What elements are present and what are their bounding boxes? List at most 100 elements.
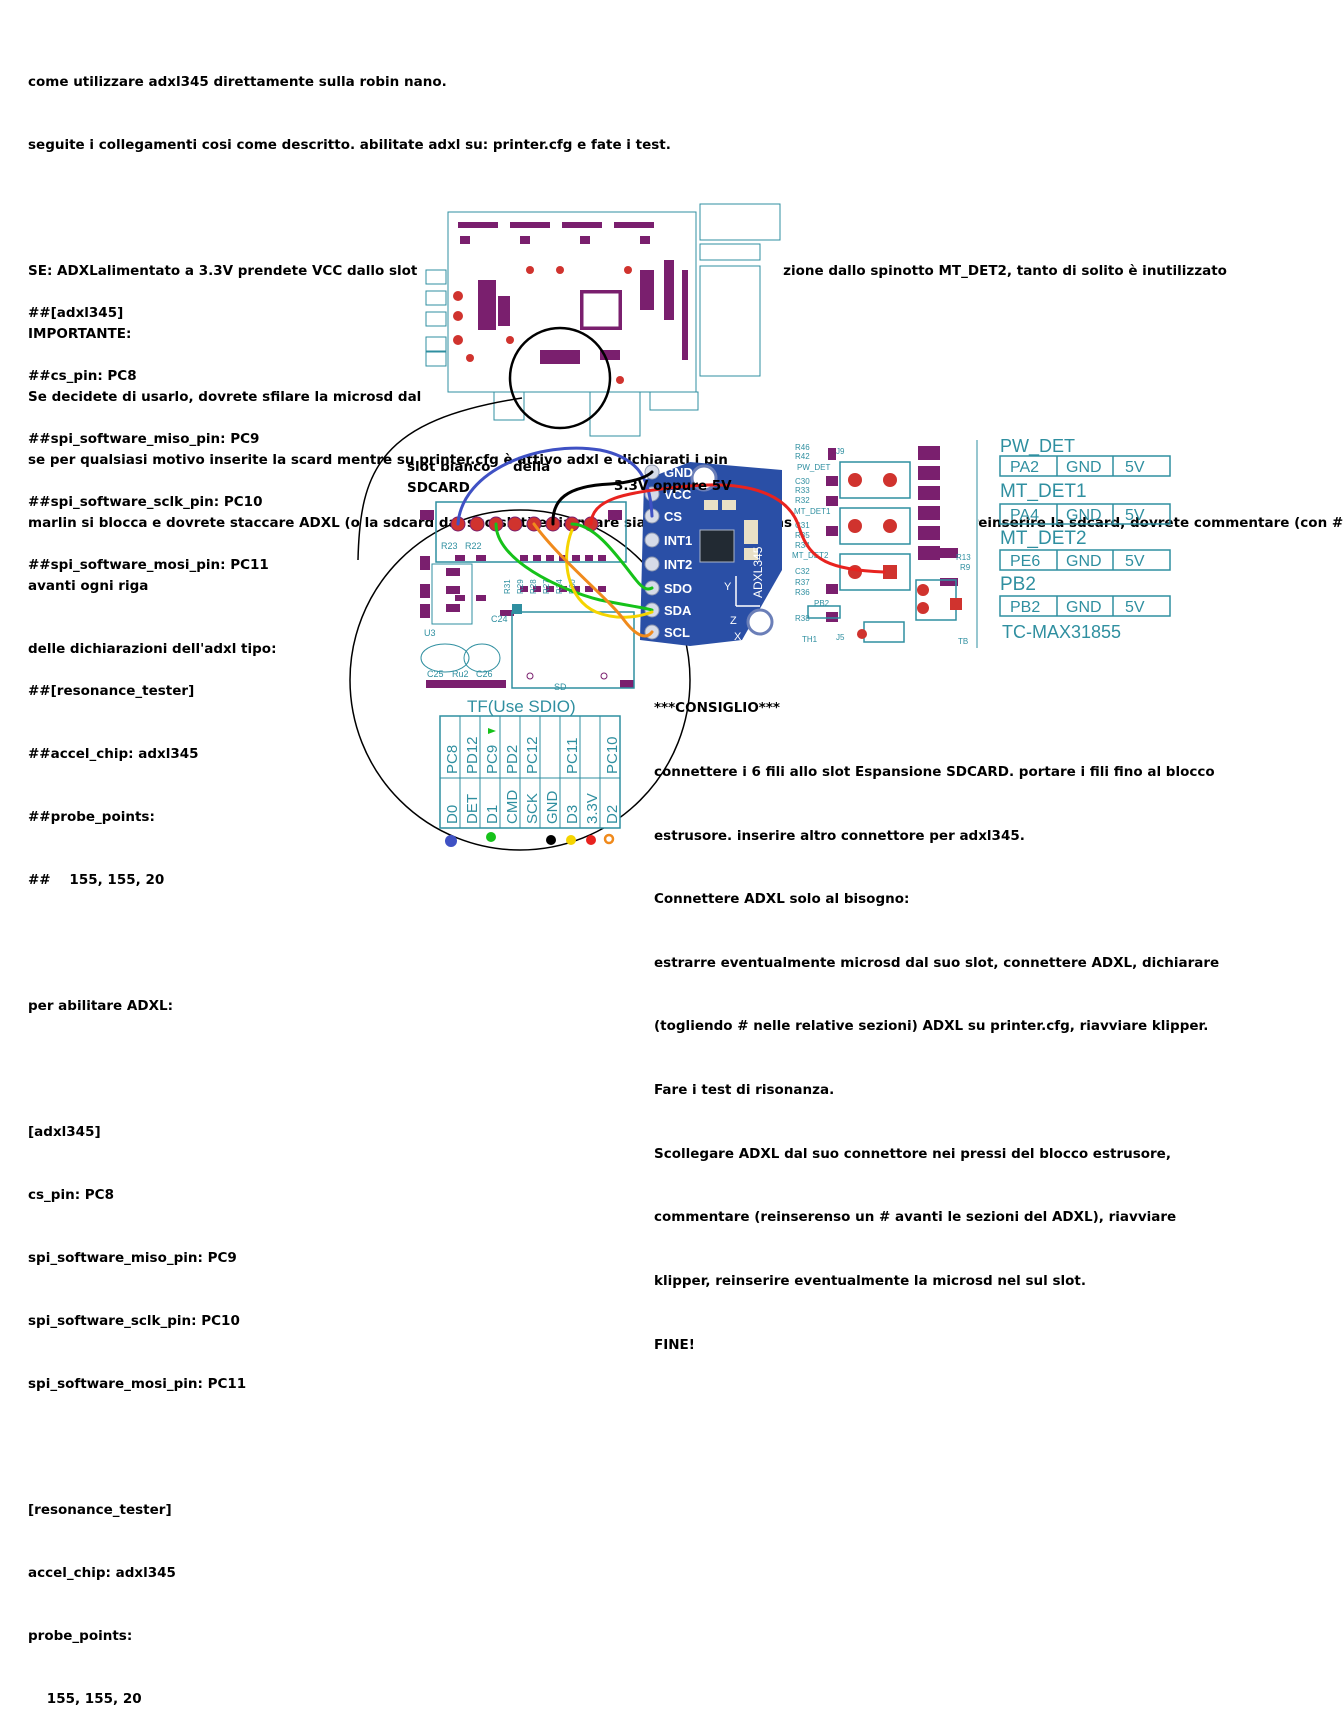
intro-line: delle dichiarazioni dell'adxl tipo:	[28, 641, 277, 657]
config-text: ##[adxl345] ##cs_pin: PC8 ##spi_software…	[28, 261, 269, 1731]
wire-orange	[532, 522, 654, 638]
part-r31: R31	[503, 579, 512, 594]
tip-line: ***CONSIGLIO***	[654, 700, 780, 717]
pin-bottom-0: D0	[444, 805, 461, 824]
part-r23: R23	[441, 541, 458, 551]
adxl-pin-scl: SCL	[664, 625, 690, 640]
adxl-chip-label: ADXL345	[751, 546, 765, 598]
robin-nano-board-overview	[422, 203, 782, 438]
panel-part-mt-det2: MT_DET2	[792, 551, 829, 560]
panel-part-r33: R33	[795, 486, 810, 495]
pin-bottom-1: DET	[464, 794, 481, 824]
tip-line: estrusore. inserire altro connettore per…	[654, 827, 1025, 844]
panel-part-r9: R9	[960, 563, 971, 572]
intro-line: se per qualsiasi motivo inserite la scar…	[28, 452, 728, 468]
adxl-pin-sda: SDA	[664, 603, 692, 618]
pin-top-3: PD2	[504, 745, 521, 774]
panel-part-j5: J5	[836, 633, 845, 642]
sd-expansion-header: R23 R22 R31 R29 R28 R27 R24 R30 C24 U3 C…	[420, 501, 634, 688]
part-r27: R27	[542, 579, 551, 594]
row0-gnd: GND	[1066, 459, 1102, 476]
header-pw-det: PW_DET	[1000, 436, 1075, 457]
pin-top-1: PD12	[464, 736, 481, 774]
axis-z: Z	[730, 615, 737, 627]
config-line	[28, 1059, 269, 1080]
wire-yellow	[565, 528, 654, 619]
config-line	[28, 933, 269, 954]
tf-title: TF(Use SDIO)	[467, 697, 576, 716]
row0-pin: PA2	[1010, 459, 1039, 476]
magnifier-circle	[349, 509, 691, 851]
config-line: spi_software_mosi_pin: PC11	[28, 1376, 247, 1392]
config-line: cs_pin: PC8	[28, 1187, 114, 1203]
dot-green	[486, 832, 496, 842]
axis-y: Y	[724, 581, 732, 593]
row2-gnd: GND	[1066, 553, 1102, 570]
adxl-pin-int1: INT1	[664, 533, 692, 548]
config-line: accel_chip: adxl345	[28, 1565, 176, 1581]
part-c25: C25	[427, 669, 444, 679]
panel-part-r42: R42	[795, 452, 810, 461]
part-ru2: Ru2	[452, 669, 469, 679]
row3-pin: PB2	[1010, 599, 1040, 616]
config-line: 155, 155, 20	[28, 1691, 142, 1707]
label-power-choice: 3.3V oppure 5V	[614, 478, 732, 494]
panel-part-r34: R34	[795, 541, 810, 550]
panel-part-pw-det: PW_DET	[797, 463, 830, 472]
row1-pin: PA4	[1010, 507, 1039, 524]
panel-part-c31: C31	[795, 521, 810, 530]
panel-part-c30: C30	[795, 477, 810, 486]
row0-5v: 5V	[1125, 459, 1145, 476]
adxl-pin-int2: INT2	[664, 557, 692, 572]
header-mt-det1: MT_DET1	[1000, 481, 1087, 502]
config-line: ##spi_software_sclk_pin: PC10	[28, 494, 263, 510]
row1-5v: 5V	[1125, 507, 1145, 524]
label-della: della	[513, 459, 551, 475]
tip-line: connettere i 6 fili allo slot Espansione…	[654, 764, 1215, 781]
sd-slot-highlight-circle	[508, 326, 612, 430]
adxl-pin-vcc: VCC	[664, 487, 692, 502]
wiring-diagram: R23 R22 R31 R29 R28 R27 R24 R30 C24 U3 C…	[349, 203, 1171, 851]
tip-line: commentare (reinserenso un # avanti le s…	[654, 1209, 1177, 1226]
config-line: probe_points:	[28, 1628, 133, 1644]
panel-part-j9: J9	[836, 447, 845, 456]
tip-line: Connettere ADXL solo al bisogno:	[654, 891, 910, 908]
panel-part-r46: R46	[795, 443, 810, 452]
pin-top-2: PC9	[484, 745, 501, 774]
dot-red	[586, 835, 596, 845]
tip-line: estrarre eventualmente microsd dal suo s…	[654, 954, 1220, 971]
header-pb2: PB2	[1000, 574, 1036, 595]
config-line: ##spi_software_mosi_pin: PC11	[28, 557, 269, 573]
panel-part-mt-det1: MT_DET1	[794, 507, 831, 516]
axis-x: X	[734, 631, 742, 643]
tip-line: klipper, reinserire eventualmente la mic…	[654, 1272, 1086, 1289]
config-line: ##[resonance_tester]	[28, 683, 195, 699]
part-c24: C24	[491, 614, 508, 624]
intro-line: avanti ogni riga	[28, 578, 149, 594]
connector-panel: R46 R42 PW_DET C30 R33 R32 MT_DET1 C31 R…	[792, 440, 978, 648]
panel-part-th1: TH1	[802, 635, 818, 644]
leader-line	[357, 397, 523, 561]
panel-part-r13: R13	[956, 553, 971, 562]
adxl345-module: GND VCC CS INT1 INT2 SDO SDA SCL ADXL345…	[640, 462, 782, 646]
dot-blue	[445, 835, 457, 847]
pin-bottom-7: 3.3V	[584, 793, 601, 824]
config-line: spi_software_miso_pin: PC9	[28, 1250, 237, 1266]
pin-bottom-8: D2	[604, 805, 621, 824]
adxl-pin-gnd: GND	[664, 465, 693, 480]
intro-line: IMPORTANTE:	[28, 326, 132, 342]
config-line: ##[adxl345]	[28, 305, 124, 321]
pin-bottom-6: D3	[564, 805, 581, 824]
wire-black	[551, 470, 654, 526]
panel-part-r37: R37	[795, 578, 810, 587]
config-line: [resonance_tester]	[28, 1502, 172, 1518]
dot-yellow	[566, 835, 576, 845]
footer-tc-max31855: TC-MAX31855	[1002, 622, 1121, 642]
config-line: ##accel_chip: adxl345	[28, 746, 199, 762]
wire-green-sdo	[570, 522, 654, 591]
header-mt-det2: MT_DET2	[1000, 528, 1087, 549]
pin-bottom-2: D1	[484, 805, 501, 824]
panel-part-pb2: PB2	[814, 599, 830, 608]
intro-line: come utilizzare adxl345 direttamente sul…	[28, 74, 447, 90]
adxl-pin-sdo: SDO	[664, 581, 692, 596]
